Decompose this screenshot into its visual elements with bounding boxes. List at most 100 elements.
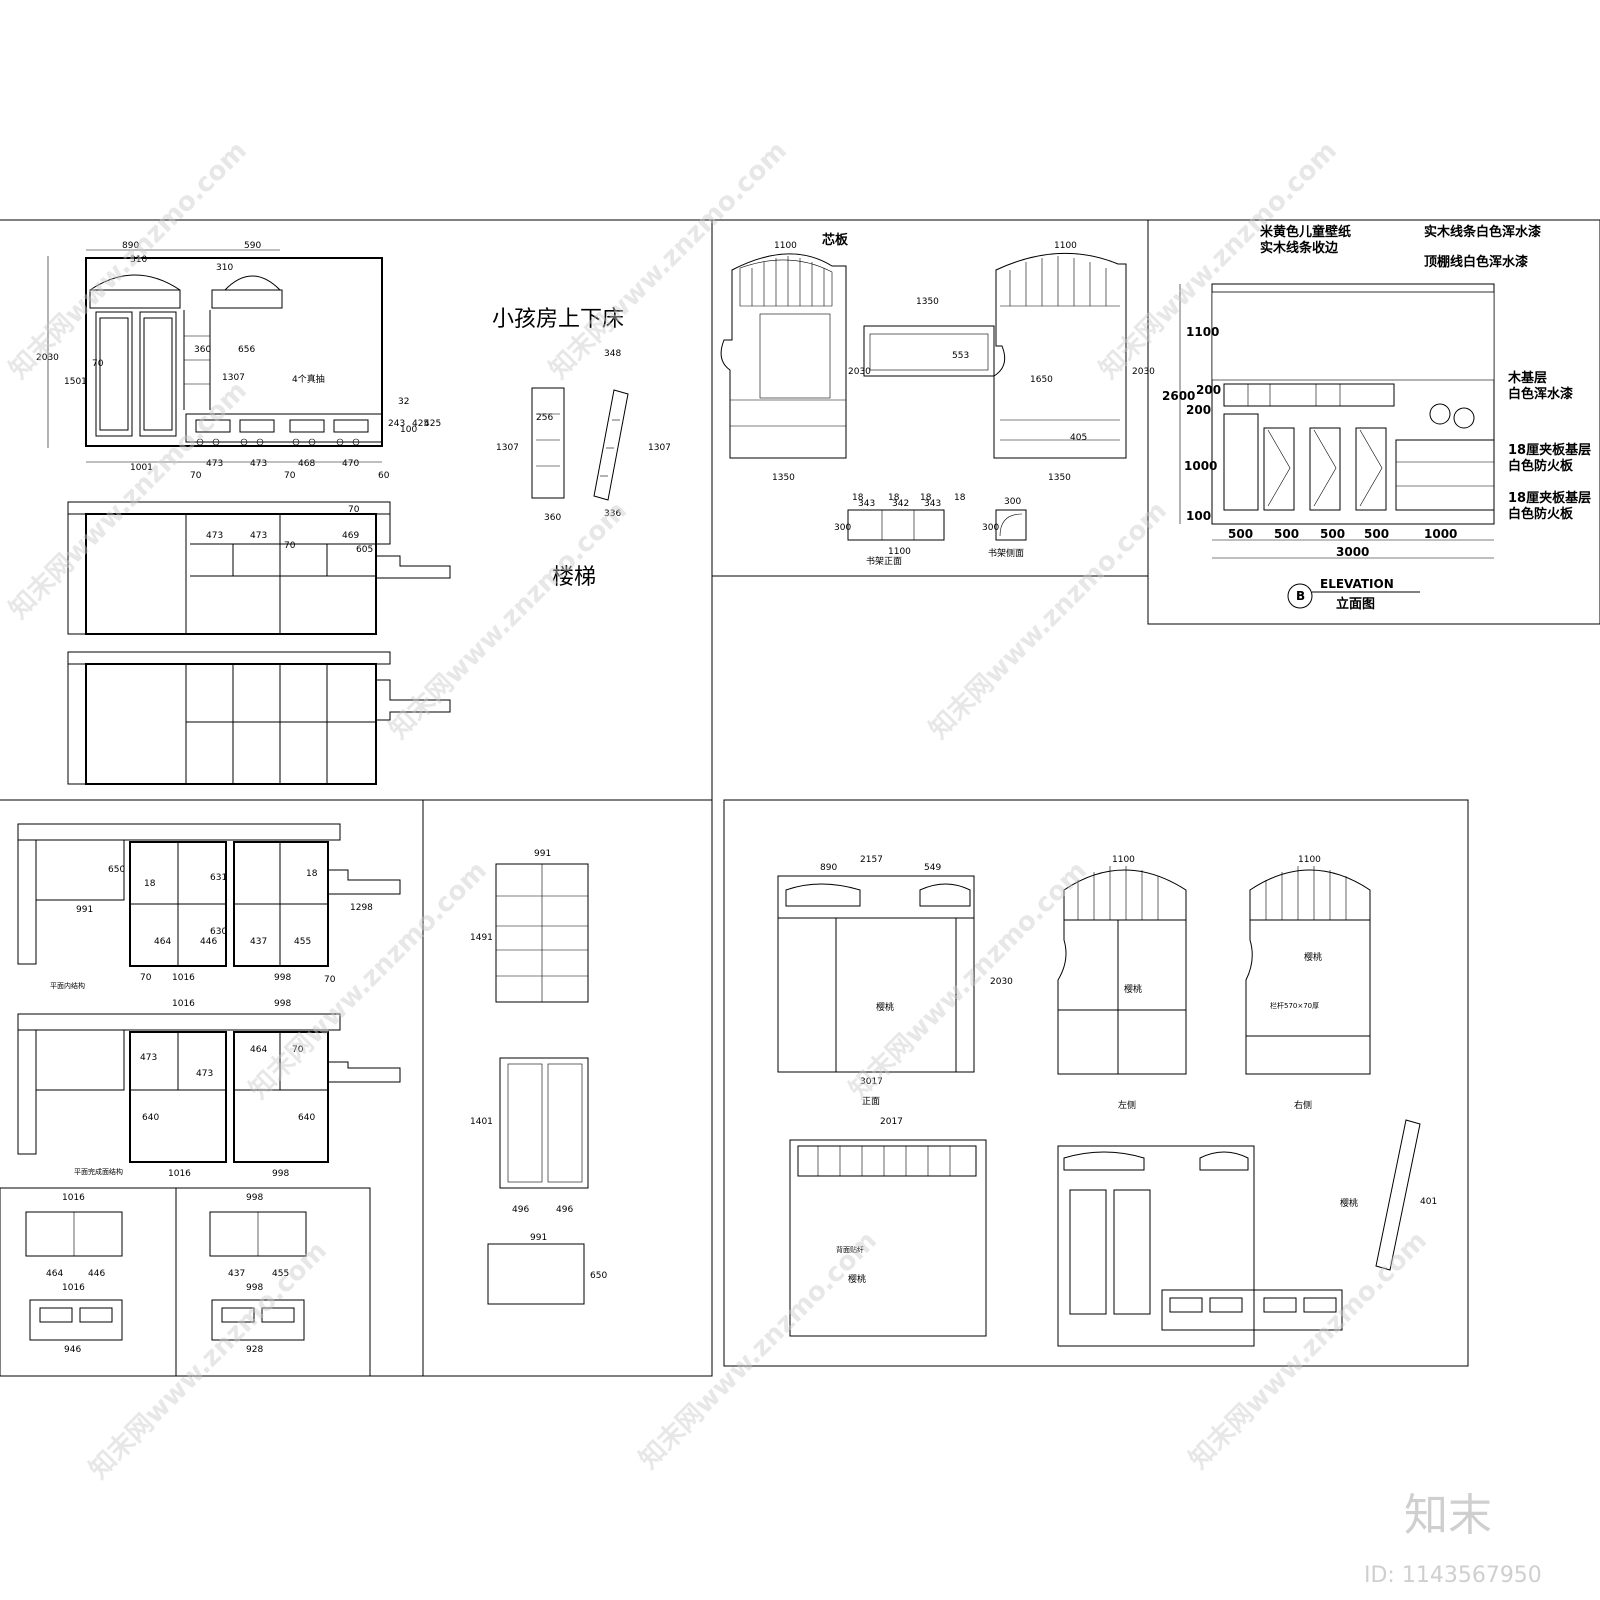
dim-f14: 1100 (1112, 855, 1135, 865)
dim-b6: 1650 (1030, 375, 1053, 385)
note0: 米黄色儿童壁纸 (1260, 224, 1351, 240)
note6: 18厘夹板基层 (1508, 442, 1591, 458)
dim-b11: 343 (858, 499, 875, 509)
elevation-marker: B (1296, 589, 1305, 603)
dim-b9: 1350 (1048, 473, 1071, 483)
watermark-9: 知末网www.znzmo.com (84, 1236, 333, 1485)
dim-a12: 100 (400, 425, 417, 435)
cherry-back: 樱桃 (848, 1273, 866, 1285)
dim-a24: 473 (250, 531, 267, 541)
dim-p6: 1298 (350, 903, 373, 913)
dim-p28: 1016 (168, 1169, 191, 1179)
note5: 白色浑水漆 (1508, 386, 1573, 402)
dim-c9: 1491 (470, 933, 493, 943)
dim-a1: 590 (244, 241, 261, 251)
dim-b15: 343 (924, 499, 941, 509)
dim-stair5: 336 (604, 509, 621, 519)
note7: 白色防火板 (1508, 458, 1574, 474)
dim-f9: 2030 (990, 977, 1013, 987)
dim-p1: 991 (76, 905, 93, 915)
dim-p11: 1016 (172, 973, 195, 983)
dim-a18: 473 (250, 459, 267, 469)
dim-a25: 70 (284, 541, 296, 551)
dim-a10: 32 (398, 397, 409, 407)
dim-s16: 1016 (62, 1283, 85, 1293)
shelf-side-label: 书架侧面 (988, 547, 1024, 559)
dim-s6: 464 (46, 1269, 63, 1279)
dim-b7: 2030 (1132, 367, 1155, 377)
dim-b1: 1350 (916, 297, 939, 307)
dim-a27: 70 (348, 505, 360, 515)
note8: 18厘夹板基层 (1508, 490, 1591, 506)
room-elevation (1179, 283, 1495, 609)
drawers-note: 4个真抽 (292, 373, 325, 385)
dim-f53: 401 (1420, 1197, 1437, 1207)
watermark-6: 知末网www.znzmo.com (924, 496, 1173, 745)
dim-p21: 464 (250, 1045, 267, 1055)
dim-p8: 446 (200, 937, 217, 947)
dim-s8: 437 (228, 1269, 245, 1279)
dim-f0: 2157 (860, 855, 883, 865)
dim-p12: 998 (274, 973, 291, 983)
dim-s25: 928 (246, 1345, 263, 1355)
dim-b19: 300 (1004, 497, 1021, 507)
dim-a6: 1307 (222, 373, 245, 383)
dim-a8: 1501 (64, 377, 87, 387)
h-dim4: 100 (1186, 509, 1211, 523)
small-drawer-units: 1016 998 464 446 437 455 1016 998 946 92… (25, 1193, 307, 1355)
dim-a7: 2030 (36, 353, 59, 363)
dim-s7: 446 (88, 1269, 105, 1279)
dim-b4: 1350 (772, 473, 795, 483)
note3: 顶棚线白色浑水漆 (1424, 254, 1528, 270)
dim-s24: 946 (64, 1345, 81, 1355)
dim-a20: 468 (298, 459, 315, 469)
dim-p25: 640 (142, 1113, 159, 1123)
w-dim1: 500 (1274, 527, 1299, 541)
plan-structure: 平面内结构 平面完成面结构 650 991 18 631 630 18 1298… (17, 823, 401, 1179)
w-dim2: 500 (1320, 527, 1345, 541)
elevation-label-cn: 立面图 (1336, 596, 1375, 612)
note9: 白色防火板 (1508, 506, 1574, 522)
left-label: 左侧 (1118, 1099, 1136, 1111)
dim-c0: 991 (534, 849, 551, 859)
dim-b14: 18 (920, 493, 932, 503)
dim-p7: 464 (154, 937, 171, 947)
dim-p10: 455 (294, 937, 311, 947)
panel-frames (0, 219, 1600, 1377)
bunk-side-elevations (720, 252, 1127, 541)
dim-a17: 473 (206, 459, 223, 469)
dim-stair2: 256 (536, 413, 553, 423)
dim-a13: 425 (412, 419, 429, 429)
w-dim3: 500 (1364, 527, 1389, 541)
dim-c19: 991 (530, 1233, 547, 1243)
note1: 实木线条收边 (1260, 240, 1339, 256)
dim-f31: 1100 (1298, 855, 1321, 865)
dim-p27: 640 (298, 1113, 315, 1123)
dim-f10: 3017 (860, 1077, 883, 1087)
cabinet-views: 991 1491 1401 496 496 991 650 (470, 849, 607, 1305)
note2: 实木线条白色浑水漆 (1424, 224, 1541, 240)
dim-p0: 650 (108, 865, 125, 875)
dim-b20: 300 (982, 523, 999, 533)
dim-p3: 631 (210, 873, 227, 883)
core-board-label: 芯板 (822, 232, 849, 248)
rail-label: 栏杆570×70厚 (1270, 1001, 1319, 1010)
dim-a0: 890 (122, 241, 139, 251)
bunk-left-right-views: 樱桃 左侧 樱桃 栏杆570×70厚 右侧 1100 1100 (1057, 855, 1371, 1111)
dim-b12: 18 (888, 493, 900, 503)
dim-a26: 469 (342, 531, 359, 541)
h-dim0: 1100 (1186, 325, 1219, 339)
dim-a23: 473 (206, 531, 223, 541)
brand-logo: 知末 (1404, 1490, 1492, 1541)
image-id: ID: 1143567950 (1364, 1563, 1542, 1588)
dim-p29: 998 (272, 1169, 289, 1179)
dim-f1: 890 (820, 863, 837, 873)
dim-b2: 553 (952, 351, 969, 361)
watermark-10: 知末网www.znzmo.com (634, 1226, 883, 1475)
dim-s1: 998 (246, 1193, 263, 1203)
dim-b18: 300 (834, 523, 851, 533)
dim-a21: 470 (342, 459, 359, 469)
w-dim4: 1000 (1424, 527, 1457, 541)
wardrobe-dimensions: 890 590 310 310 360 656 1307 2030 1501 7… (36, 241, 441, 481)
